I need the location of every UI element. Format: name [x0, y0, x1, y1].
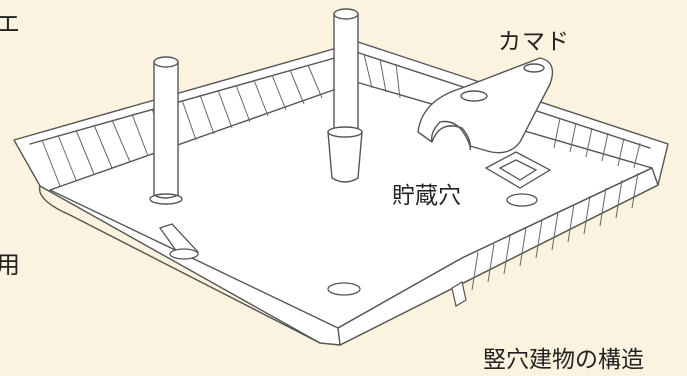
entrance-step	[158, 223, 199, 260]
edge-text-top: エ	[0, 10, 20, 38]
storage-pit-label: 貯蔵穴	[392, 183, 461, 209]
post-left	[149, 56, 183, 205]
edge-text-middle: 用	[0, 251, 20, 279]
storage-pit	[484, 151, 552, 207]
wall-notch	[451, 281, 467, 307]
diagram-title: 竪穴建物の構造	[483, 347, 644, 373]
post-holes	[327, 282, 361, 296]
front-wall-ribs	[471, 172, 639, 291]
kamado-hearth	[417, 57, 554, 154]
post-center	[327, 8, 363, 183]
kamado-label: カマド	[498, 29, 570, 55]
left-wall-ribs	[41, 53, 641, 187]
front-left-wall	[38, 185, 321, 344]
front-right-wall	[337, 167, 659, 346]
